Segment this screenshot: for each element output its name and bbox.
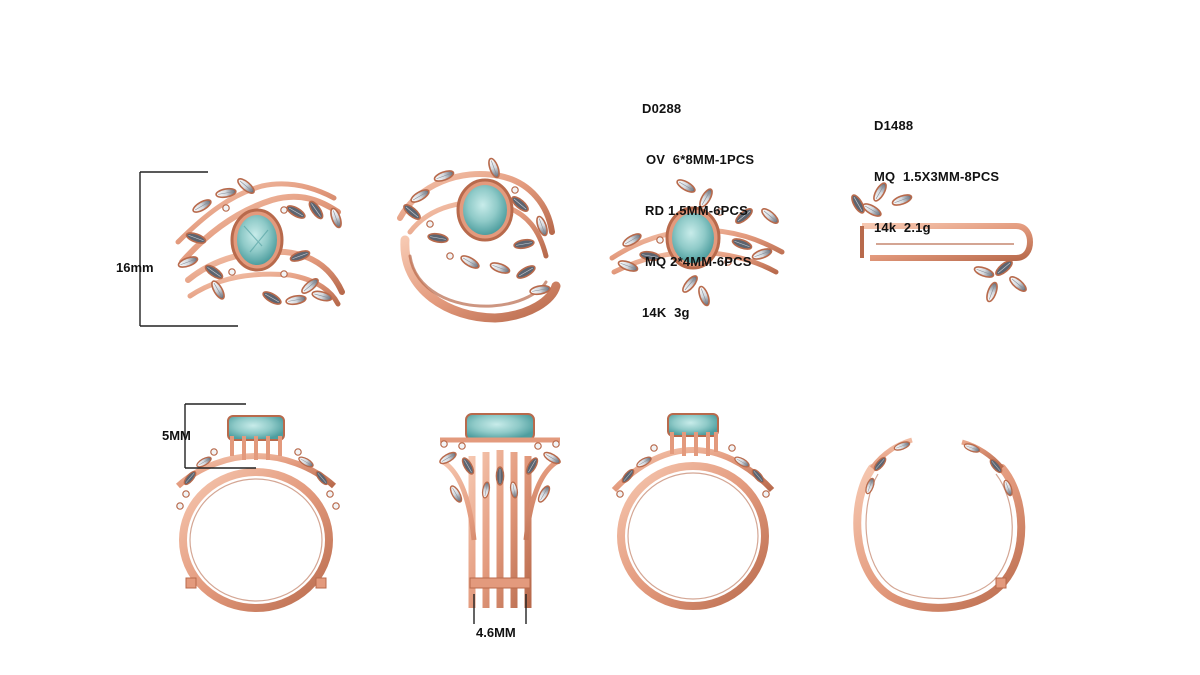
height-dimension-bracket — [139, 171, 238, 327]
spec-code: D1488 — [874, 118, 914, 133]
spec-round-stones: RD 1.5MM-6PCS — [645, 203, 749, 218]
set-side-view — [437, 413, 563, 608]
band-width-dimension-bracket — [473, 594, 527, 624]
spec-oval-stone: OV 6*8MM-1PCS — [646, 152, 755, 167]
spec-metal-weight: 14k 2.1g — [874, 220, 931, 235]
spec-marquise-stones: MQ 1.5X3MM-8PCS — [874, 169, 1000, 184]
spec-marquise-stones: MQ 2*4MM-6PCS — [645, 254, 752, 269]
spec-metal-weight: 14K 3g — [642, 305, 690, 320]
setting-height-dimension-label: 5MM — [162, 428, 191, 443]
spec-block-main-ring: D0288 OV 6*8MM-1PCS RD 1.5MM-6PCS MQ 2*4… — [642, 66, 754, 338]
set-top-view — [175, 175, 345, 308]
jacket-top-view — [848, 180, 1033, 304]
height-dimension-label: 16mm — [116, 260, 154, 275]
set-front-view — [175, 415, 340, 612]
set-perspective-view — [397, 156, 561, 323]
spec-block-jacket: D1488 MQ 1.5X3MM-8PCS 14k 2.1g — [874, 83, 999, 253]
band-width-dimension-label: 4.6MM — [476, 625, 516, 640]
setting-height-dimension-bracket — [184, 403, 256, 469]
spec-code: D0288 — [642, 101, 682, 116]
jacket-front-view — [853, 437, 1026, 612]
engagement-ring-top-view — [609, 176, 785, 308]
engagement-ring-front-view — [611, 413, 775, 610]
